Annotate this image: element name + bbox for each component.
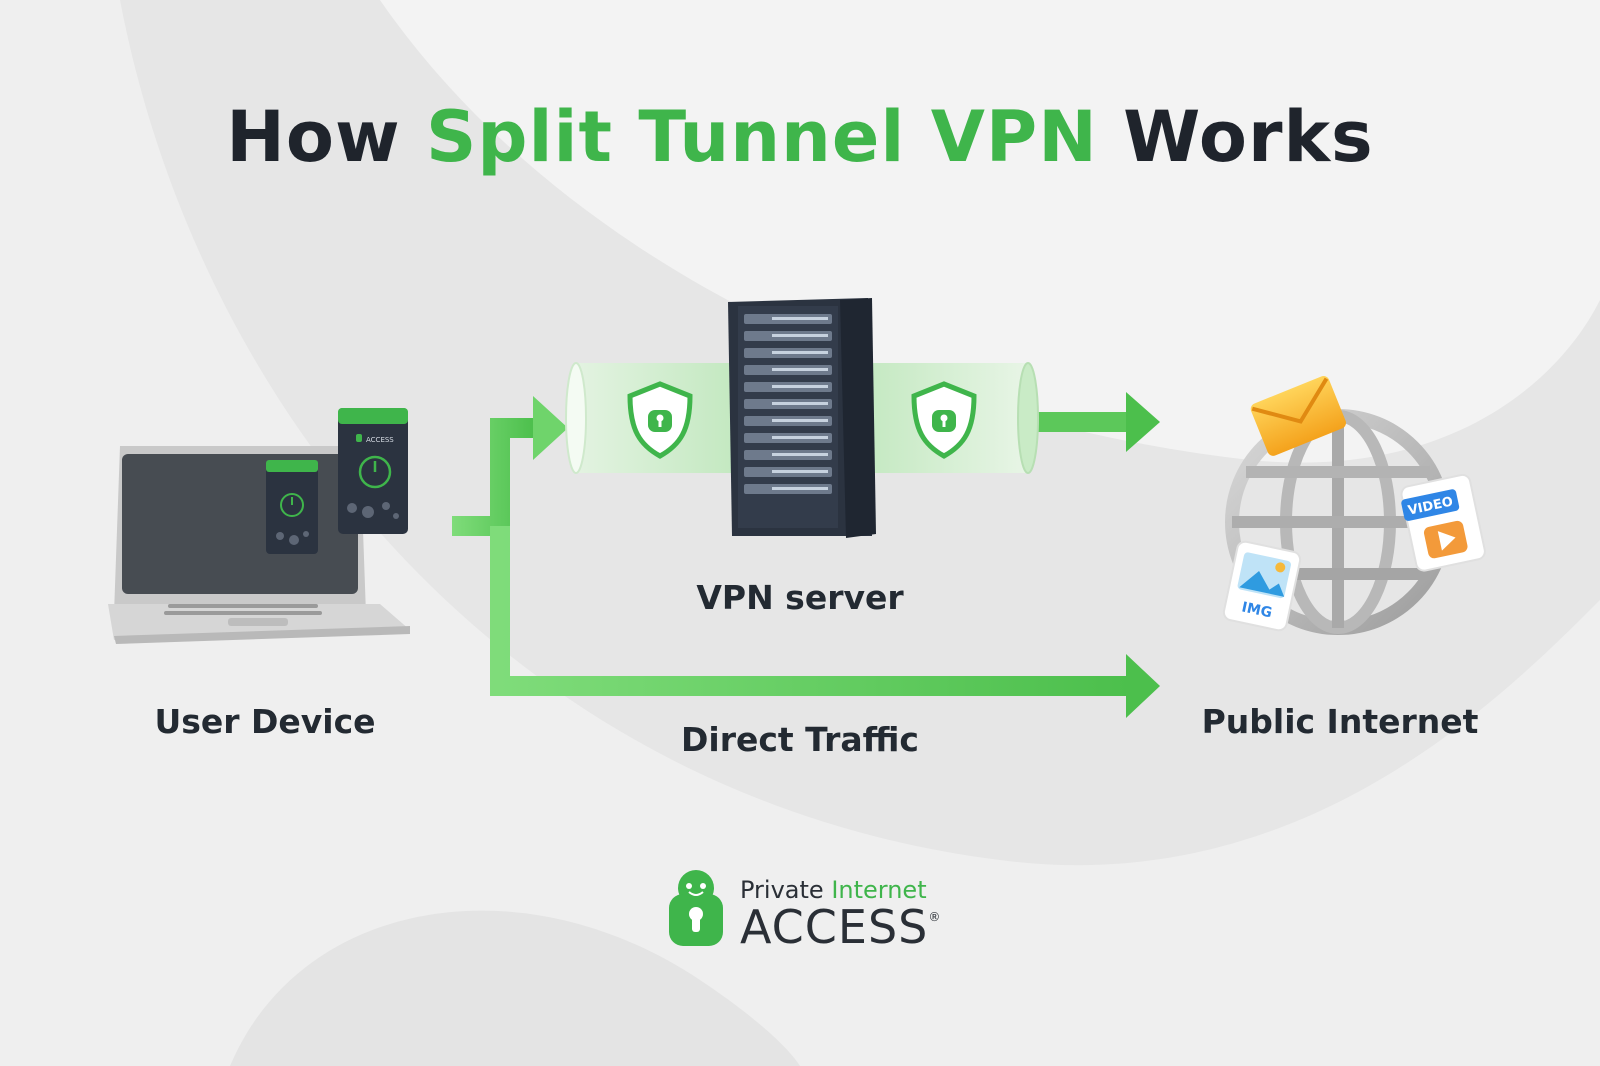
logo-word-internet: Internet [831,876,927,904]
direct-traffic-arrow [490,526,1130,696]
image-file-icon: IMG [1222,540,1302,632]
arrow-head-tunnel-exit [1126,392,1160,452]
logo-line-1: Private Internet [740,876,941,904]
logo-word-private: Private [740,876,824,904]
logo-word-access: ACCESS [740,900,929,954]
image-file-label: IMG [1240,599,1273,621]
envelope-icon [1250,376,1346,456]
pia-logo-icon [669,870,723,946]
arrow-head-to-tunnel [533,396,568,460]
pia-logo-text: Private Internet ACCESS® [740,876,941,954]
title-suffix: Works [1123,96,1374,178]
vpn-server-icon [728,298,876,538]
app-card-brand: ACCESS [366,436,394,444]
logo-line-2: ACCESS® [740,900,941,954]
tunnel-exit-arrow [1030,412,1130,432]
title-highlight: Split Tunnel VPN [425,96,1098,178]
title-prefix: How [226,96,401,178]
app-card: ACCESS [338,408,408,534]
registered-mark: ® [928,910,942,924]
shield-icon [911,381,977,459]
public-internet-label: Public Internet [1201,702,1479,741]
direct-traffic-label: Direct Traffic [681,720,919,759]
arrow-head-direct [1126,654,1160,718]
split-arrow-paths [452,392,1160,718]
video-file-icon: VIDEO [1400,473,1486,572]
shield-icon [627,381,693,459]
user-device-label: User Device [154,702,376,741]
page-title: How Split Tunnel VPN Works [0,96,1600,178]
vpn-server-label: VPN server [696,578,904,617]
app-card [266,460,318,554]
